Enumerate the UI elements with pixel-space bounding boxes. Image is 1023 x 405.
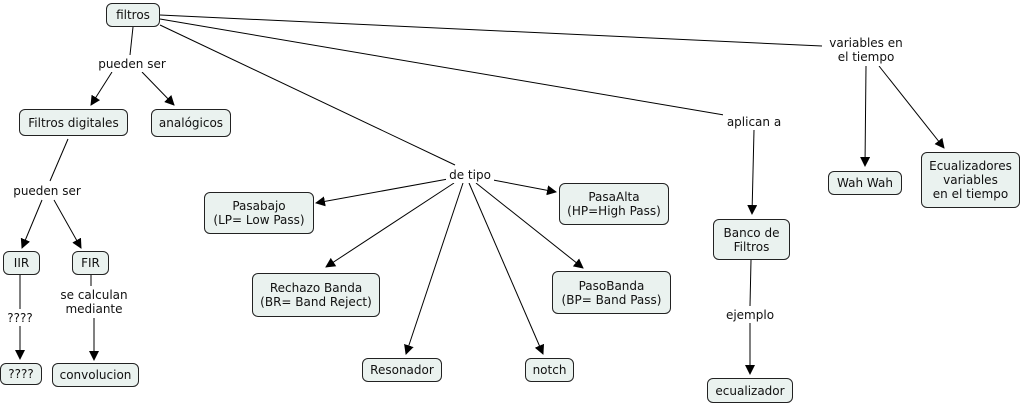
link-label-de-tipo: de tipo — [446, 166, 494, 183]
edge-pueden-ser-filtros-digitales — [90, 71, 113, 106]
node-ecualizador[interactable]: ecualizador — [707, 378, 793, 403]
node-wah-wah[interactable]: Wah Wah — [828, 171, 902, 195]
link-label-se-calculan-mediante: se calculan mediante — [56, 286, 132, 318]
edge-pueden-ser-analogicos — [141, 71, 175, 106]
edge-variables-wah-wah — [860, 65, 871, 167]
node-iir-child[interactable]: ???? — [0, 363, 42, 385]
node-analogicos[interactable]: analógicos — [151, 109, 231, 137]
edge-de-tipo-pasabajo — [315, 178, 449, 207]
edge-de-tipo-rechazo-banda — [325, 182, 455, 268]
link-label-iir: ???? — [4, 309, 36, 326]
link-label-variables-en-el-tiempo: variables en el tiempo — [823, 34, 909, 66]
edge-pueden-ser-iir — [20, 199, 43, 249]
node-banco-filtros[interactable]: Banco de Filtros — [713, 219, 790, 260]
link-label-ejemplo: ejemplo — [722, 306, 778, 323]
link-label-aplican-a: aplican a — [723, 113, 785, 130]
edge-banco-ejemplo — [749, 259, 752, 307]
node-ecualizadores-variables[interactable]: Ecualizadores variables en el tiempo — [921, 152, 1020, 208]
link-label-pueden-ser: pueden ser — [94, 55, 170, 72]
node-rechazo-banda[interactable]: Rechazo Banda (BR= Band Reject) — [252, 273, 380, 317]
edge-filtros-aplican-a — [159, 18, 731, 117]
edge-filtros-variables — [159, 14, 823, 47]
edge-variables-ecualizadores — [878, 65, 945, 149]
node-filtros-digitales[interactable]: Filtros digitales — [19, 109, 128, 136]
edge-de-tipo-resonador — [404, 182, 464, 355]
node-pasobanda[interactable]: PasoBanda (BP= Band Pass) — [552, 271, 671, 314]
edge-de-tipo-pasobanda — [475, 182, 584, 269]
node-filtros[interactable]: filtros — [106, 3, 160, 27]
edge-aplican-a-banco — [747, 129, 758, 215]
node-pasabajo[interactable]: Pasabajo (LP= Low Pass) — [204, 192, 314, 234]
node-notch[interactable]: notch — [525, 358, 574, 382]
node-resonador[interactable]: Resonador — [362, 358, 442, 382]
edge-filtros-digitales-pueden-ser — [49, 138, 69, 182]
edge-de-tipo-pasaalta — [492, 179, 557, 196]
link-label-pueden-ser-digitales: pueden ser — [10, 182, 84, 199]
node-pasaalta[interactable]: PasaAlta (HP=High Pass) — [559, 183, 669, 225]
node-iir[interactable]: IIR — [3, 251, 40, 275]
edge-filtros-pueden-ser — [129, 26, 134, 56]
edge-de-tipo-notch — [468, 182, 545, 355]
node-fir[interactable]: FIR — [72, 251, 109, 275]
node-convolucion[interactable]: convolucion — [52, 363, 139, 387]
edge-filtros-de-tipo — [159, 24, 456, 166]
edge-pueden-ser-fir — [53, 199, 82, 249]
